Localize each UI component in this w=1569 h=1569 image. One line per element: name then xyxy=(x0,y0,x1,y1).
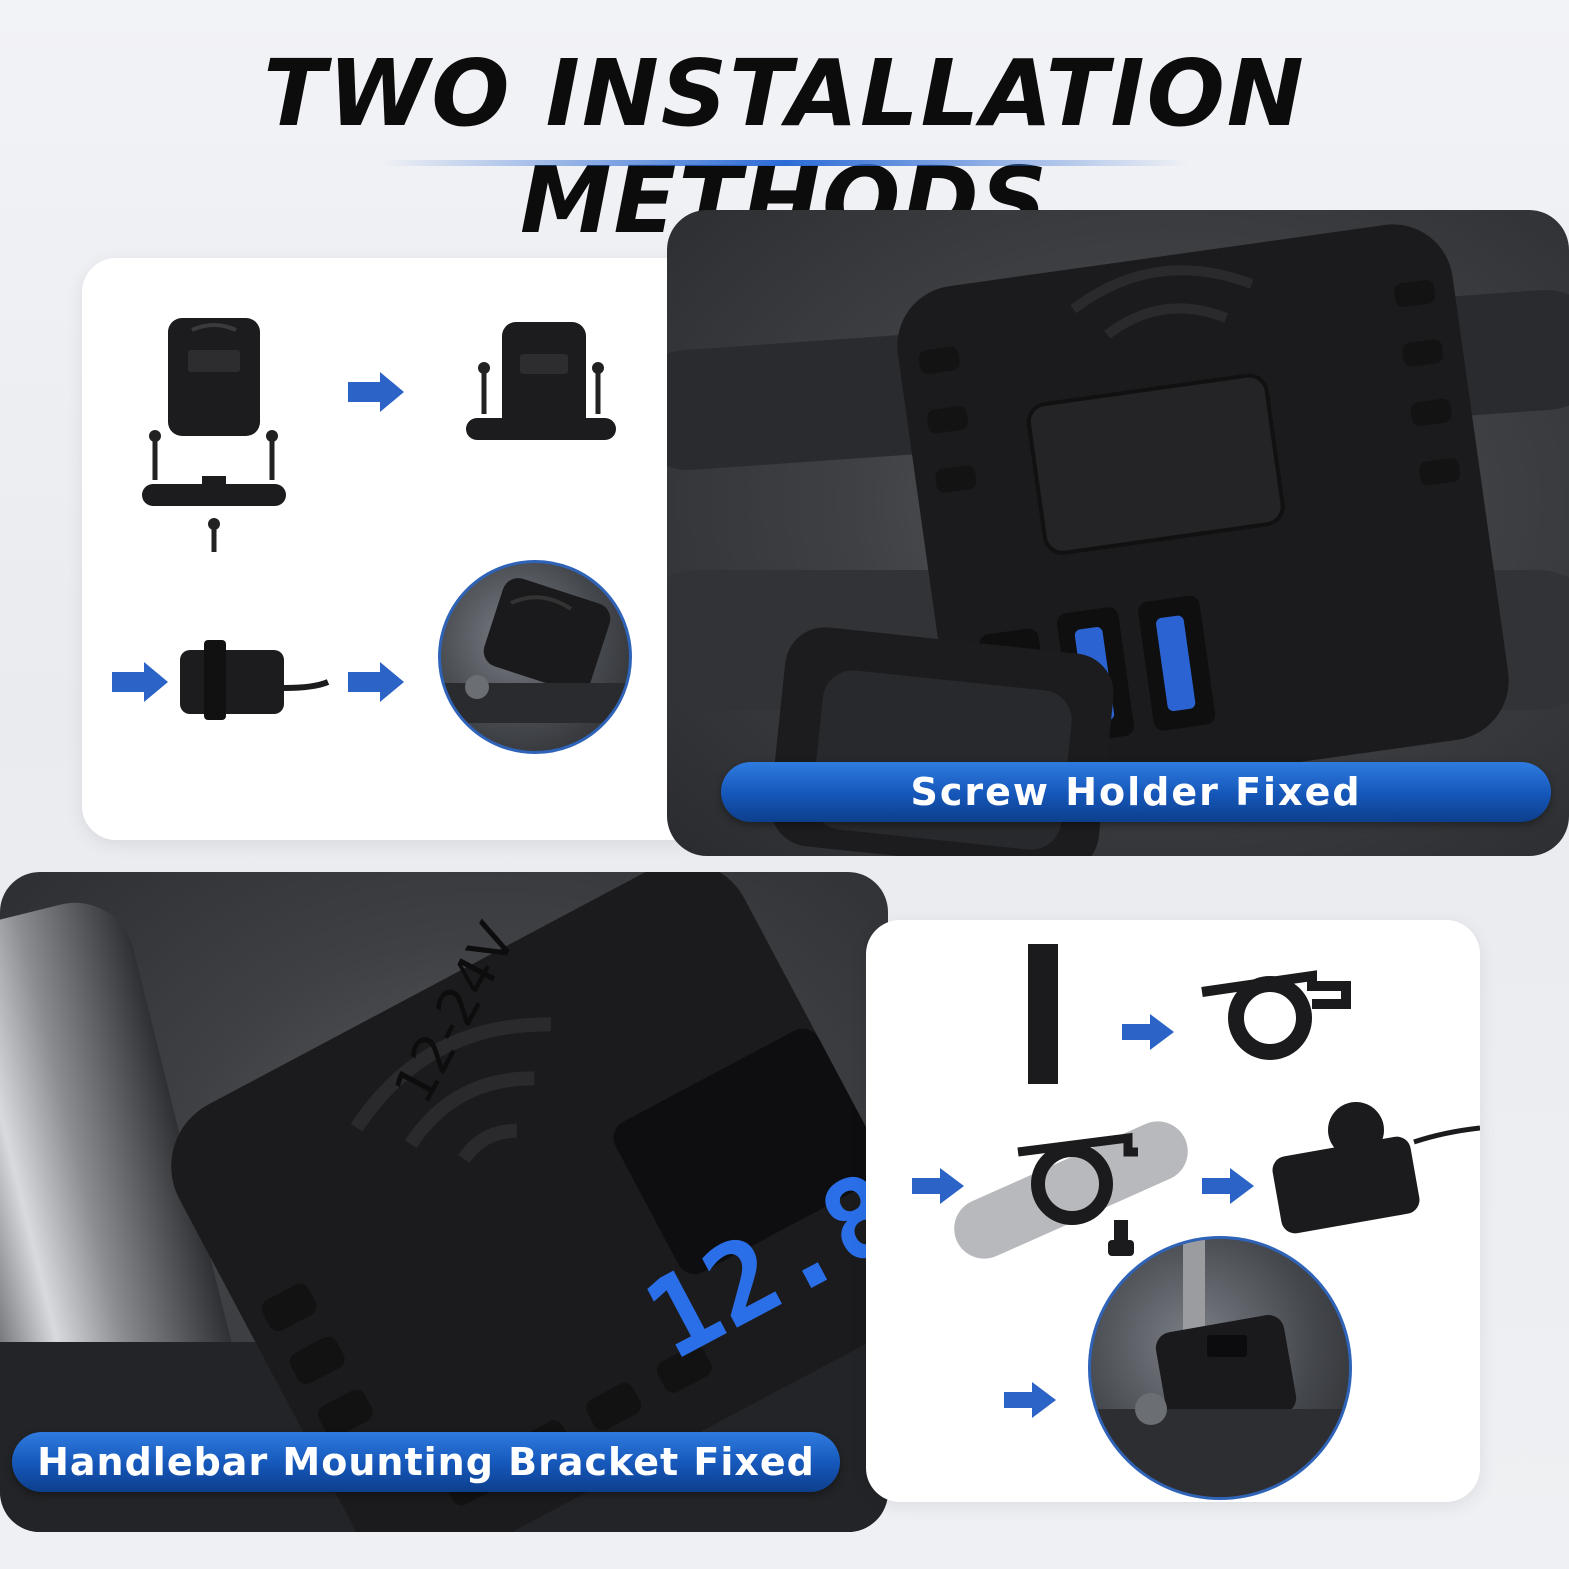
installed-handlebar-photo xyxy=(1088,1236,1352,1500)
screw-steps-illustration xyxy=(112,318,616,720)
device-with-bracket-icon xyxy=(1272,1102,1481,1234)
title-underline xyxy=(380,160,1190,166)
clamp-icon xyxy=(1201,970,1351,1060)
device-mounted-icon xyxy=(466,322,616,440)
arrow-icon xyxy=(1122,1014,1174,1050)
method-label-handlebar-bracket: Handlebar Mounting Bracket Fixed xyxy=(12,1432,840,1492)
device-exploded-icon xyxy=(142,318,286,552)
bracket-steps-illustration xyxy=(912,944,1481,1418)
arrow-icon xyxy=(348,372,404,412)
method-label-screw-holder: Screw Holder Fixed xyxy=(721,762,1551,822)
screw-steps-card xyxy=(82,258,722,840)
arrow-icon xyxy=(1202,1168,1254,1204)
usb-charger-device-image xyxy=(667,224,1569,856)
bracket-steps-card xyxy=(866,920,1481,1502)
arrow-icon xyxy=(112,662,168,702)
installed-device-photo xyxy=(438,560,632,754)
device-side-icon xyxy=(180,640,330,720)
rubber-pad-icon xyxy=(1028,944,1058,1084)
arrow-icon xyxy=(912,1168,964,1204)
screw-holder-photo: Screw Holder Fixed xyxy=(667,210,1569,856)
clamp-on-tube-icon xyxy=(954,1121,1188,1259)
handlebar-bracket-photo: 12-24V 12.8 Handlebar Mounting Bracket F… xyxy=(0,872,888,1532)
arrow-icon xyxy=(348,662,404,702)
arrow-icon xyxy=(1004,1382,1056,1418)
